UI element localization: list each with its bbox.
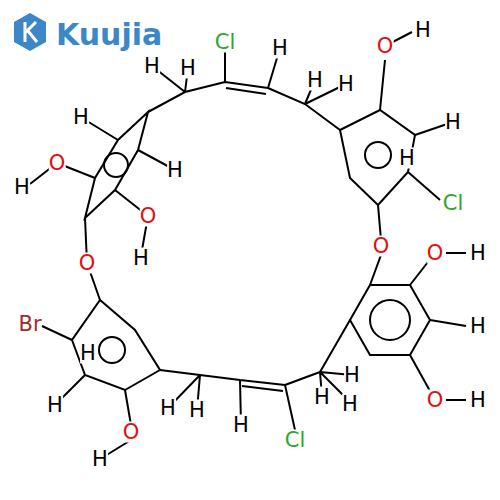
atom-label: O <box>427 390 444 411</box>
atom-label: H <box>470 243 486 264</box>
atom-label: H <box>470 316 486 337</box>
atom-label: Cl <box>215 32 236 53</box>
atom-label: O <box>377 36 394 57</box>
atom-label: H <box>14 177 30 198</box>
atom-label: H <box>470 390 486 411</box>
logo-icon <box>14 13 46 51</box>
logo-text: Kuujia <box>56 20 162 50</box>
atom-label: H <box>445 112 461 133</box>
atom-label: H <box>399 148 415 169</box>
atom-label: O <box>140 206 157 227</box>
atom-label: H <box>73 107 89 128</box>
atom-label: O <box>49 153 66 174</box>
atom-label: O <box>79 253 96 274</box>
atom-label: H <box>342 394 358 415</box>
atom-label: H <box>344 365 360 386</box>
atom-label: H <box>47 395 63 416</box>
atom-label: H <box>180 58 196 79</box>
atom-label: H <box>415 20 431 41</box>
atom-label: H <box>167 160 183 181</box>
atom-label: O <box>123 422 140 443</box>
atom-label: H <box>133 248 149 269</box>
atom-label: H <box>160 398 176 419</box>
atom-label: H <box>307 70 323 91</box>
atom-label: H <box>92 449 108 470</box>
atom-label: Cl <box>443 193 464 214</box>
atom-label: H <box>233 415 249 436</box>
atom-label: H <box>272 38 288 59</box>
atom-label: O <box>427 243 444 264</box>
atom-label: H <box>80 343 96 364</box>
atom-label: H <box>189 400 205 421</box>
atom-label: O <box>373 236 390 257</box>
atom-label: Cl <box>285 430 306 451</box>
atom-label: Br <box>18 314 41 335</box>
atom-label: H <box>314 387 330 408</box>
atom-label: H <box>144 56 160 77</box>
atom-label: H <box>338 74 354 95</box>
